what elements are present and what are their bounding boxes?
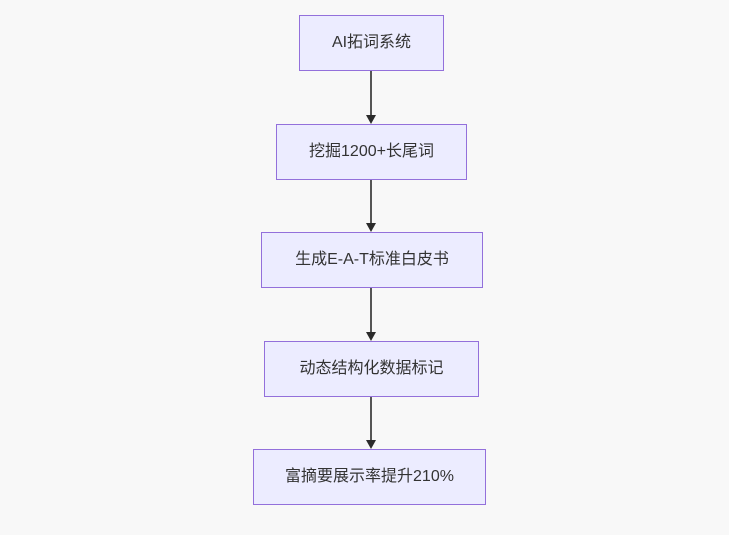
flow-node-label: AI拓词系统 — [331, 34, 412, 51]
flow-arrow-4 — [365, 397, 377, 449]
flow-node-ai-word-expansion-system: AI拓词系统 — [299, 15, 444, 71]
flow-arrow-2 — [365, 180, 377, 232]
flow-arrow-3 — [365, 288, 377, 341]
arrow-head-icon — [366, 440, 376, 449]
arrow-line — [370, 71, 372, 116]
flow-node-label: 动态结构化数据标记 — [299, 360, 444, 377]
flow-node-label: 挖掘1200+长尾词 — [309, 143, 434, 160]
flow-node-longtail-keywords: 挖掘1200+长尾词 — [276, 124, 467, 180]
flow-node-eat-whitepaper: 生成E-A-T标准白皮书 — [261, 232, 483, 288]
flow-node-structured-data-markup: 动态结构化数据标记 — [264, 341, 479, 397]
arrow-line — [370, 397, 372, 441]
arrow-head-icon — [366, 223, 376, 232]
flow-node-label: 生成E-A-T标准白皮书 — [295, 251, 449, 268]
flow-node-rich-snippet-rate: 富摘要展示率提升210% — [253, 449, 486, 505]
arrow-head-icon — [366, 332, 376, 341]
flow-node-label: 富摘要展示率提升210% — [285, 468, 454, 485]
arrow-line — [370, 180, 372, 224]
flow-arrow-1 — [365, 71, 377, 124]
arrow-head-icon — [366, 115, 376, 124]
arrow-line — [370, 288, 372, 333]
